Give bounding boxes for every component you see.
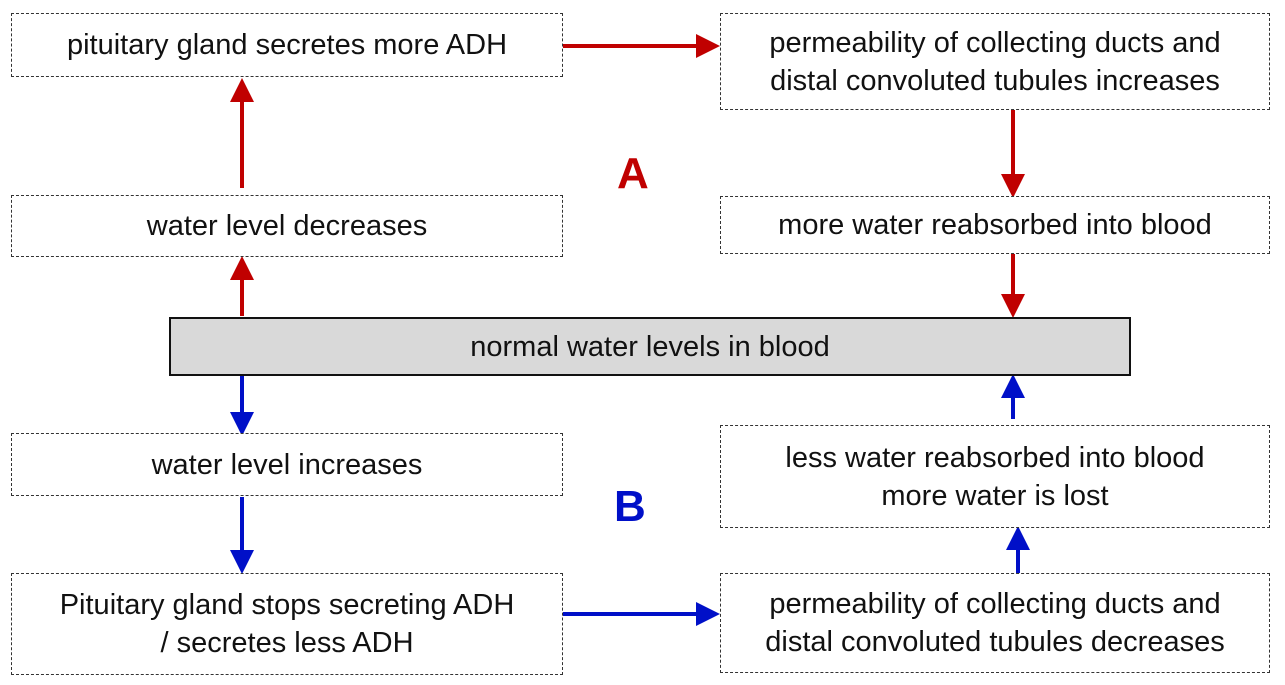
box-text: water level decreases xyxy=(146,210,428,242)
box-text-line-2: distal convoluted tubules increases xyxy=(770,64,1220,97)
box-normal-water-levels: normal water levels in blood xyxy=(169,317,1131,376)
box-text-line-1: permeability of collecting ducts and xyxy=(769,588,1221,620)
box-pituitary-secretes-more: pituitary gland secretes more ADH xyxy=(11,13,563,77)
box-text-line-1: Pituitary gland stops secreting ADH xyxy=(59,589,515,621)
box-water-level-decreases: water level decreases xyxy=(11,195,563,257)
cycle-a-label: A xyxy=(617,149,649,198)
box-permeability-decreases: permeability of collecting ducts and dis… xyxy=(720,573,1270,673)
box-text-line-2: more water is lost xyxy=(881,479,1109,512)
box-pituitary-stops-secreting: Pituitary gland stops secreting ADH / se… xyxy=(11,573,563,675)
box-water-level-increases: water level increases xyxy=(11,433,563,496)
box-less-water-reabsorbed: less water reabsorbed into blood more wa… xyxy=(720,425,1270,528)
center-text: normal water levels in blood xyxy=(470,330,830,363)
box-text-line-1: permeability of collecting ducts and xyxy=(769,26,1221,59)
box-text: pituitary gland secretes more ADH xyxy=(66,29,508,61)
box-text-line-1: less water reabsorbed into blood xyxy=(785,441,1205,474)
box-text-line-2: / secretes less ADH xyxy=(160,627,414,659)
box-text: water level increases xyxy=(151,448,423,481)
box-text-line-2: distal convoluted tubules decreases xyxy=(765,626,1225,658)
box-more-water-reabsorbed: more water reabsorbed into blood xyxy=(720,196,1270,254)
box-permeability-increases: permeability of collecting ducts and dis… xyxy=(720,13,1270,110)
box-text: more water reabsorbed into blood xyxy=(778,209,1212,241)
cycle-b-label: B xyxy=(614,482,646,531)
